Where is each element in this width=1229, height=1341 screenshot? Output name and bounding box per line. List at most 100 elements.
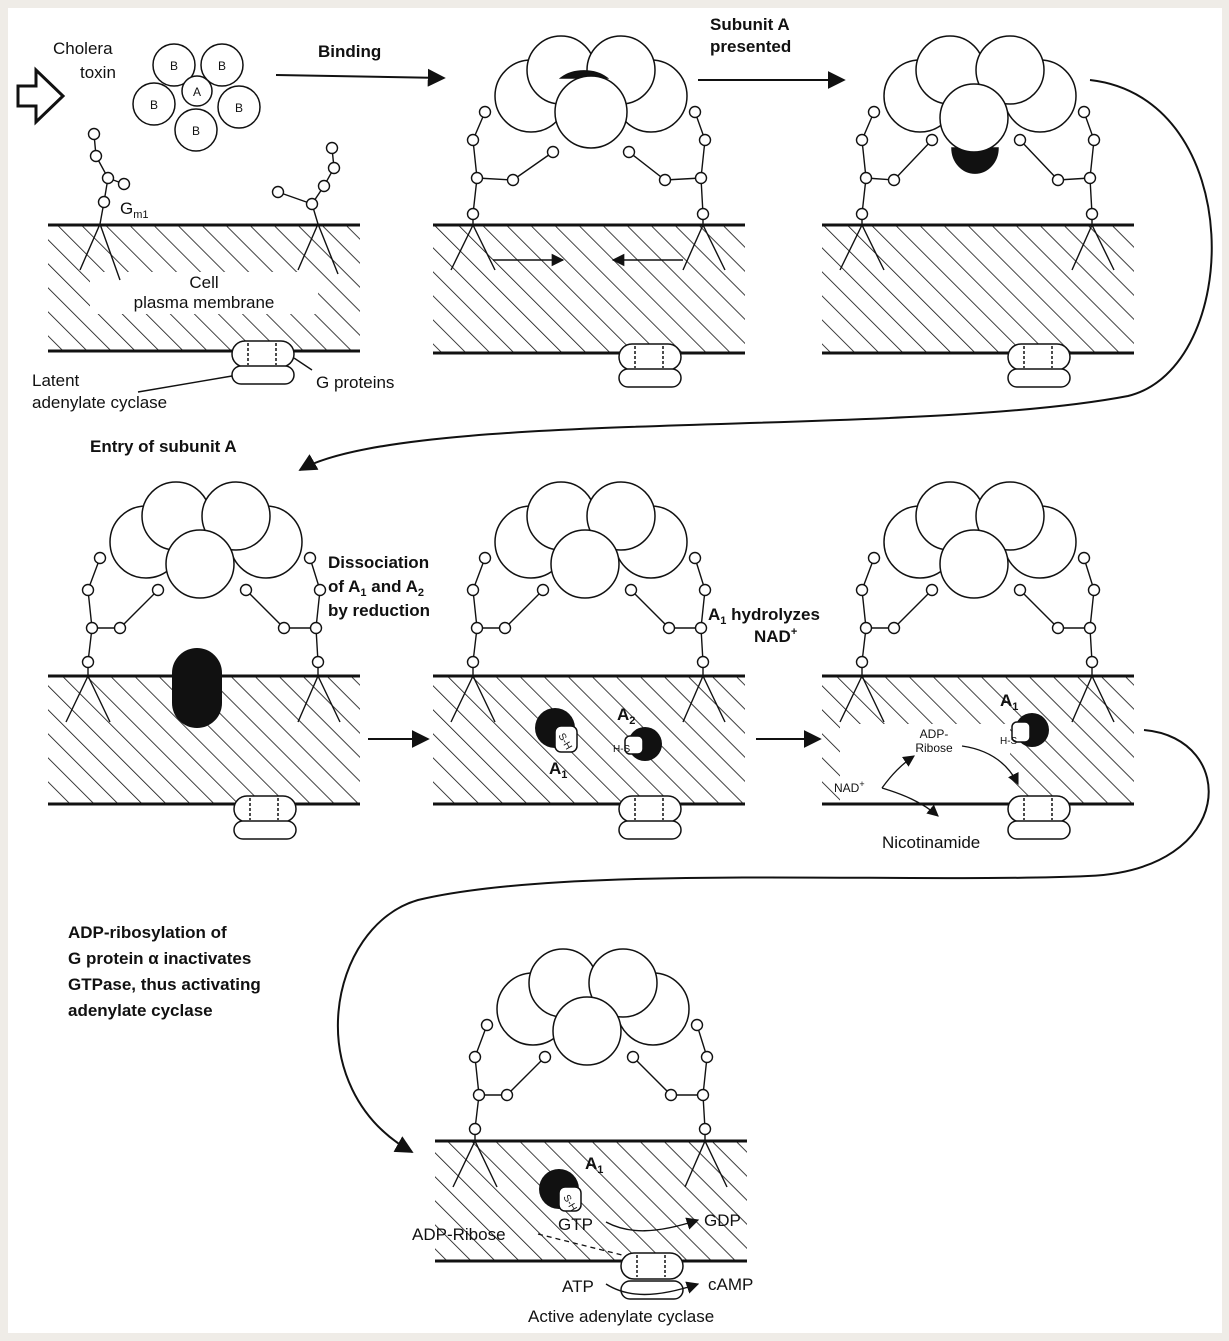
subunit-b-label: B <box>150 98 158 112</box>
hs-label: H-S <box>613 744 631 755</box>
subunit-b-circle <box>152 43 196 87</box>
dissociation-label-line1: Dissociation <box>328 553 429 572</box>
diagram-frame: Cholera toxin B B B B B A Cell plasma me… <box>8 8 1222 1333</box>
g-protein-complex <box>233 795 297 840</box>
cholera-toxin-diagram: Cholera toxin B B B B B A Cell plasma me… <box>16 15 1213 1333</box>
a1-sh-group <box>554 725 578 753</box>
subunit-b-circle <box>200 43 244 87</box>
g-proteins-label: G proteins <box>316 373 394 392</box>
panel-entry <box>48 481 360 840</box>
adp-ribose-arrow <box>881 755 915 789</box>
g-protein-complex <box>1007 343 1071 388</box>
presented-label-line2: presented <box>710 37 791 56</box>
active-cyclase-labels: ADP-Ribose GTP GDP ATP cAMP Active adeny… <box>412 1211 753 1326</box>
subunit-b-label: B <box>218 59 226 73</box>
dissociation-label-line2: of A1 and A2 <box>328 577 424 599</box>
ribosylation-arrow <box>961 745 1019 786</box>
hs-label: H-S <box>1000 736 1018 747</box>
atp-label: ATP <box>562 1277 594 1296</box>
a1-hs-group <box>1011 721 1031 743</box>
g-protein-complex <box>1007 795 1071 840</box>
binding-step: Binding <box>275 42 446 87</box>
adp-ribose-link <box>537 1233 627 1257</box>
panel-binding <box>433 35 745 388</box>
cyclase-leader <box>137 375 233 393</box>
toxin-pentamer <box>883 35 1077 174</box>
gm1-receptor <box>79 127 131 281</box>
presented-step: Subunit A presented <box>698 15 846 89</box>
toxin-pentamer <box>883 481 1077 599</box>
panel-hydrolysis: H-S A1 ADP- Ribose NAD+ Nicotinamide <box>822 481 1134 852</box>
subunit-a-presented <box>951 147 999 174</box>
svg-text:G protein α inactivates: G protein α inactivates <box>68 949 251 968</box>
panel-presented <box>822 35 1134 388</box>
subunit-b-label: B <box>235 101 243 115</box>
subunit-b-circle <box>217 85 261 129</box>
svg-text:ADP-ribosylation of: ADP-ribosylation of <box>68 923 227 942</box>
dissociation-label-line3: by reduction <box>328 601 430 620</box>
subunit-b-label: B <box>192 124 200 138</box>
toxin-molecule <box>132 43 261 152</box>
g-protein-complex <box>618 795 682 840</box>
receptor-chains <box>450 551 726 723</box>
gtp-label: GTP <box>558 1215 593 1234</box>
a1-label: A1 <box>585 1154 603 1176</box>
camp-label: cAMP <box>708 1275 753 1294</box>
toxin-pentamer <box>494 35 688 149</box>
receptor-chains <box>839 105 1115 271</box>
binding-label: Binding <box>318 42 381 61</box>
g-protein-leader <box>293 357 313 371</box>
svg-text:GTPase, thus activating: GTPase, thus activating <box>68 975 261 994</box>
g-protein-complex <box>620 1252 684 1300</box>
panel-cholera-toxin: Cholera toxin B B B B B A Cell plasma me… <box>16 39 394 412</box>
gm1-label: Gm1 <box>120 199 149 221</box>
gtp-gdp-arrow <box>605 1217 700 1232</box>
a2-label: A2 <box>617 705 635 727</box>
entry-arrow <box>298 79 1213 471</box>
nad-label: NAD+ <box>834 779 865 795</box>
toxin-pentamer <box>494 481 688 599</box>
hydrolysis-step: A1 hydrolyzes NAD+ <box>708 605 822 748</box>
a2-hs-group <box>624 735 644 755</box>
toxin-pentamer <box>109 481 303 599</box>
nicotinamide-label: Nicotinamide <box>882 833 980 852</box>
g-protein-complex <box>618 343 682 388</box>
toxin-label-line1: Cholera <box>53 39 113 58</box>
subunit-a-entering <box>172 648 222 728</box>
entry-label: Entry of subunit A <box>90 437 237 456</box>
g-protein-complex <box>231 340 295 385</box>
receptor-chains <box>65 551 341 723</box>
a1-label: A1 <box>1000 691 1018 713</box>
gdp-label: GDP <box>704 1211 741 1230</box>
presented-label-line1: Subunit A <box>710 15 790 34</box>
adp-ribosylation-label: ADP-ribosylation of G protein α inactiva… <box>68 923 261 1020</box>
membrane-label-mask <box>90 272 318 314</box>
subunit-a-circle <box>181 75 213 107</box>
cyclase-label-line2: adenylate cyclase <box>32 393 167 412</box>
hydrolyzes-label-line2: NAD+ <box>754 626 797 646</box>
subunit-a-label: A <box>193 85 201 99</box>
toxin-label-line2: toxin <box>80 63 116 82</box>
atp-camp-arrow <box>605 1281 700 1296</box>
receptor-chains <box>452 1018 728 1188</box>
membrane-label-line1: Cell <box>189 273 218 292</box>
toxin-pentamer <box>496 948 690 1066</box>
input-arrow-icon <box>16 66 66 126</box>
a1-sh-group <box>558 1186 582 1212</box>
panel-active: S-H A1 <box>435 948 747 1333</box>
adp-ribose-label: ADP-Ribose <box>412 1225 506 1244</box>
subunit-b-circle <box>132 82 176 126</box>
dissociation-step: Dissociation of A1 and A2 by reduction <box>328 553 430 748</box>
receptor-chains <box>839 551 1115 723</box>
hydrolyzes-label-line1: A1 hydrolyzes <box>708 605 820 627</box>
nicotinamide-arrow <box>881 787 939 817</box>
receptor-chains <box>450 105 726 271</box>
active-cyclase-label: Active adenylate cyclase <box>528 1307 714 1326</box>
subunit-b-label: B <box>170 59 178 73</box>
adp-ribose-label-line1: ADP- <box>920 727 949 741</box>
panel-dissociation: S-H H-S A2 A1 <box>433 481 745 840</box>
adp-ribose-label-line2: Ribose <box>915 741 953 755</box>
subunit-b-circle <box>174 108 218 152</box>
membrane-label-line2: plasma membrane <box>134 293 275 312</box>
a1-label: A1 <box>549 759 567 781</box>
